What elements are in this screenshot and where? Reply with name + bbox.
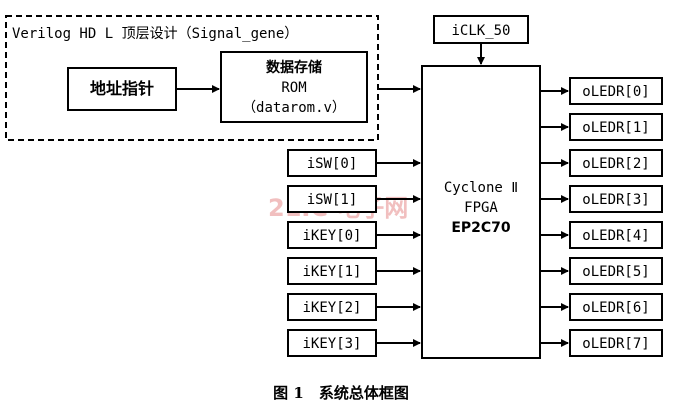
output-signal: oLEDR[7] [540, 329, 663, 357]
rom-label-line1: 数据存储 [266, 59, 322, 76]
input-signal: iSW[1] [287, 185, 421, 213]
output-signal: oLEDR[3] [540, 185, 663, 213]
output-signal-label: oLEDR[1] [582, 120, 649, 136]
figure-caption: 图 1 系统总体框图 [273, 384, 409, 402]
input-signal: iKEY[3] [287, 329, 421, 357]
output-signal: oLEDR[6] [540, 293, 663, 321]
output-signal-label: oLEDR[0] [582, 84, 649, 100]
output-signal-label: oLEDR[3] [582, 192, 649, 208]
input-signal: iKEY[1] [287, 257, 421, 285]
input-signal-label: iKEY[3] [302, 336, 361, 352]
output-signal-label: oLEDR[6] [582, 300, 649, 316]
fpga-label-line2: FPGA [464, 200, 498, 216]
input-signal-label: iKEY[1] [302, 264, 361, 280]
address-pointer-box [67, 67, 177, 111]
output-signal-box [569, 113, 663, 141]
output-signal: oLEDR[1] [540, 113, 663, 141]
address-pointer-label: 地址指针 [90, 79, 154, 98]
verilog-top-design-group [5, 15, 379, 141]
input-signal-box [287, 221, 377, 249]
verilog-group-title: Verilog HD L 顶层设计（Signal_gene） [12, 26, 298, 42]
output-signal: oLEDR[4] [540, 221, 663, 249]
clock-label: iCLK_50 [451, 23, 510, 39]
output-signal: oLEDR[2] [540, 149, 663, 177]
input-signal-label: iKEY[0] [302, 228, 361, 244]
output-signal: oLEDR[0] [540, 77, 663, 105]
output-signal-label: oLEDR[4] [582, 228, 649, 244]
input-signal-label: iSW[1] [307, 192, 358, 208]
rom-box [220, 51, 368, 123]
output-signal-box [569, 329, 663, 357]
output-signal-label: oLEDR[5] [582, 264, 649, 280]
rom-label-line2: ROM [281, 80, 306, 96]
output-signal-label: oLEDR[7] [582, 336, 649, 352]
fpga-label-line1: Cyclone Ⅱ [444, 180, 518, 196]
input-signals: iSW[0] iSW[1] iKEY[0] iKEY[1] iKEY[2] iKEY[3] [287, 149, 421, 357]
rom-label-line3: （datarom.v） [242, 100, 346, 116]
input-signal-label: iKEY[2] [302, 300, 361, 316]
fpga-box [421, 65, 541, 359]
clock-box [433, 15, 529, 44]
output-signal-box [569, 257, 663, 285]
input-signal-box [287, 149, 377, 177]
output-signal: oLEDR[5] [540, 257, 663, 285]
output-signal-box [569, 221, 663, 249]
output-signal-box [569, 185, 663, 213]
output-signal-box [569, 77, 663, 105]
output-signal-label: oLEDR[2] [582, 156, 649, 172]
input-signal: iKEY[0] [287, 221, 421, 249]
input-signal: iSW[0] [287, 149, 421, 177]
input-signal-box [287, 293, 377, 321]
output-signal-box [569, 293, 663, 321]
input-signal: iKEY[2] [287, 293, 421, 321]
input-signal-label: iSW[0] [307, 156, 358, 172]
output-signals: oLEDR[0] oLEDR[1] oLEDR[2] oLEDR[3] oLEDR[4]… [540, 77, 663, 357]
fpga-label-line3: EP2C70 [451, 220, 511, 236]
output-signal-box [569, 149, 663, 177]
